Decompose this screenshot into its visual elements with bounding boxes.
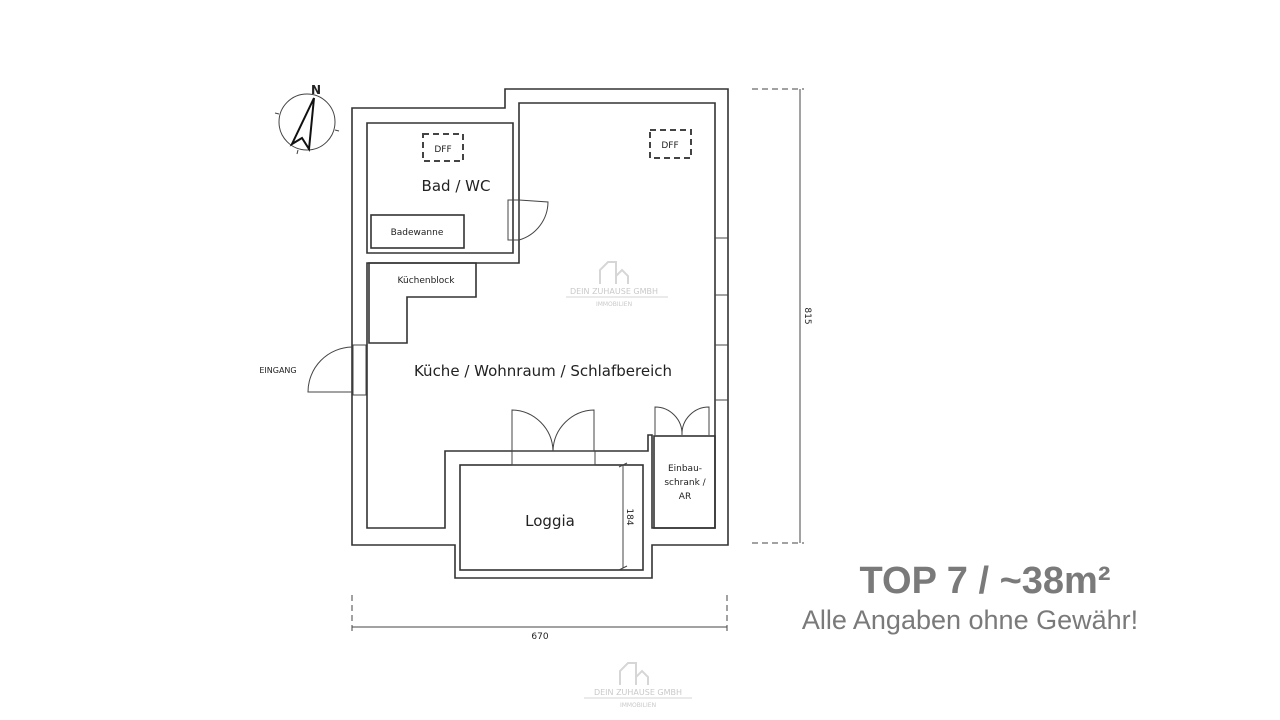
watermark-company-bottom: DEIN ZUHAUSE GMBH bbox=[594, 688, 682, 697]
skylight-1 bbox=[422, 133, 464, 162]
watermark-company: DEIN ZUHAUSE GMBH bbox=[570, 287, 658, 296]
kitchen-label: Küchenblock bbox=[398, 276, 456, 286]
watermark-subtitle: IMMOBILIEN bbox=[596, 301, 632, 308]
entrance-label: EINGANG bbox=[259, 366, 296, 375]
room-label-main: Küche / Wohnraum / Schlafbereich bbox=[414, 362, 672, 380]
watermark-subtitle-bottom: IMMOBILIEN bbox=[620, 702, 656, 709]
outer-wall bbox=[351, 88, 729, 579]
loggia-door bbox=[511, 409, 596, 466]
closet-door bbox=[654, 406, 710, 436]
skylight-2-label: DFF bbox=[661, 141, 678, 151]
entrance-door bbox=[307, 344, 367, 396]
bathtub bbox=[370, 214, 465, 249]
dimension-width bbox=[351, 595, 728, 632]
closet-label-1: Einbau- bbox=[668, 464, 702, 474]
unit-title: TOP 7 / ~38m² bbox=[859, 560, 1111, 602]
dimension-loggia bbox=[618, 462, 628, 571]
dimension-height bbox=[752, 88, 804, 544]
bath-door bbox=[507, 199, 549, 241]
window-marks bbox=[715, 237, 728, 401]
dimension-width-label: 670 bbox=[531, 632, 548, 642]
compass-icon: N bbox=[274, 83, 340, 155]
skylight-1-label: DFF bbox=[434, 145, 451, 155]
closet-wall bbox=[653, 435, 716, 529]
watermark-logo: DEIN ZUHAUSE GMBH IMMOBILIEN bbox=[566, 261, 668, 308]
closet-label-3: AR bbox=[679, 492, 691, 502]
kitchen-block bbox=[368, 262, 477, 344]
dimension-loggia-label: 184 bbox=[624, 508, 634, 525]
watermark-logo-bottom: DEIN ZUHAUSE GMBH IMMOBILIEN bbox=[584, 662, 692, 709]
dimension-height-label: 815 bbox=[802, 307, 812, 324]
room-label-bath: Bad / WC bbox=[422, 177, 491, 195]
bath-wall bbox=[366, 122, 514, 254]
room-label-loggia: Loggia bbox=[525, 512, 575, 530]
compass-north-label: N bbox=[311, 83, 321, 97]
bathtub-label: Badewanne bbox=[391, 228, 444, 238]
disclaimer: Alle Angaben ohne Gewähr! bbox=[801, 605, 1139, 635]
skylight-2 bbox=[649, 129, 692, 159]
closet-label-2: schrank / bbox=[664, 478, 706, 488]
